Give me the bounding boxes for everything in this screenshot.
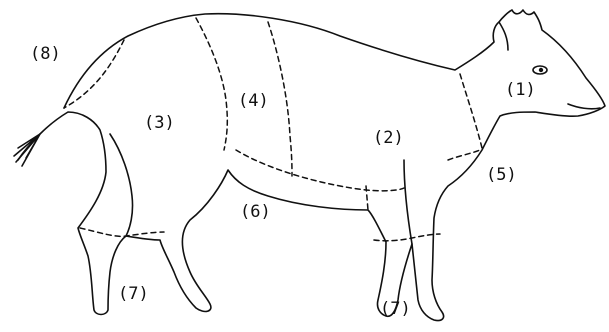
region-label-1: (1): [505, 80, 536, 100]
cut-line-neck: [460, 74, 482, 148]
cut-line-brisket: [448, 150, 480, 160]
cut-line-rib: [268, 22, 292, 176]
region-label-5: (5): [486, 165, 517, 185]
region-label-4: (4): [238, 91, 269, 111]
pupil: [539, 68, 543, 72]
tail-tuft: [14, 134, 40, 166]
cut-line-tail: [64, 40, 124, 108]
region-label-7-hind: (7): [118, 284, 149, 304]
cut-line-hind-shank: [80, 228, 164, 236]
region-label-7-fore: (7): [380, 299, 411, 319]
ear: [499, 22, 508, 50]
region-label-8: (8): [30, 44, 61, 64]
front-leg-line: [404, 160, 412, 244]
region-label-3: (3): [144, 113, 175, 133]
animal-outline: [18, 10, 605, 321]
cut-line-shoulder-loin: [196, 18, 227, 150]
cut-line-belly: [236, 150, 404, 191]
region-label-2: (2): [373, 128, 404, 148]
hind-leg-line: [110, 134, 133, 236]
region-label-6: (6): [240, 202, 271, 222]
mouth: [568, 104, 600, 109]
